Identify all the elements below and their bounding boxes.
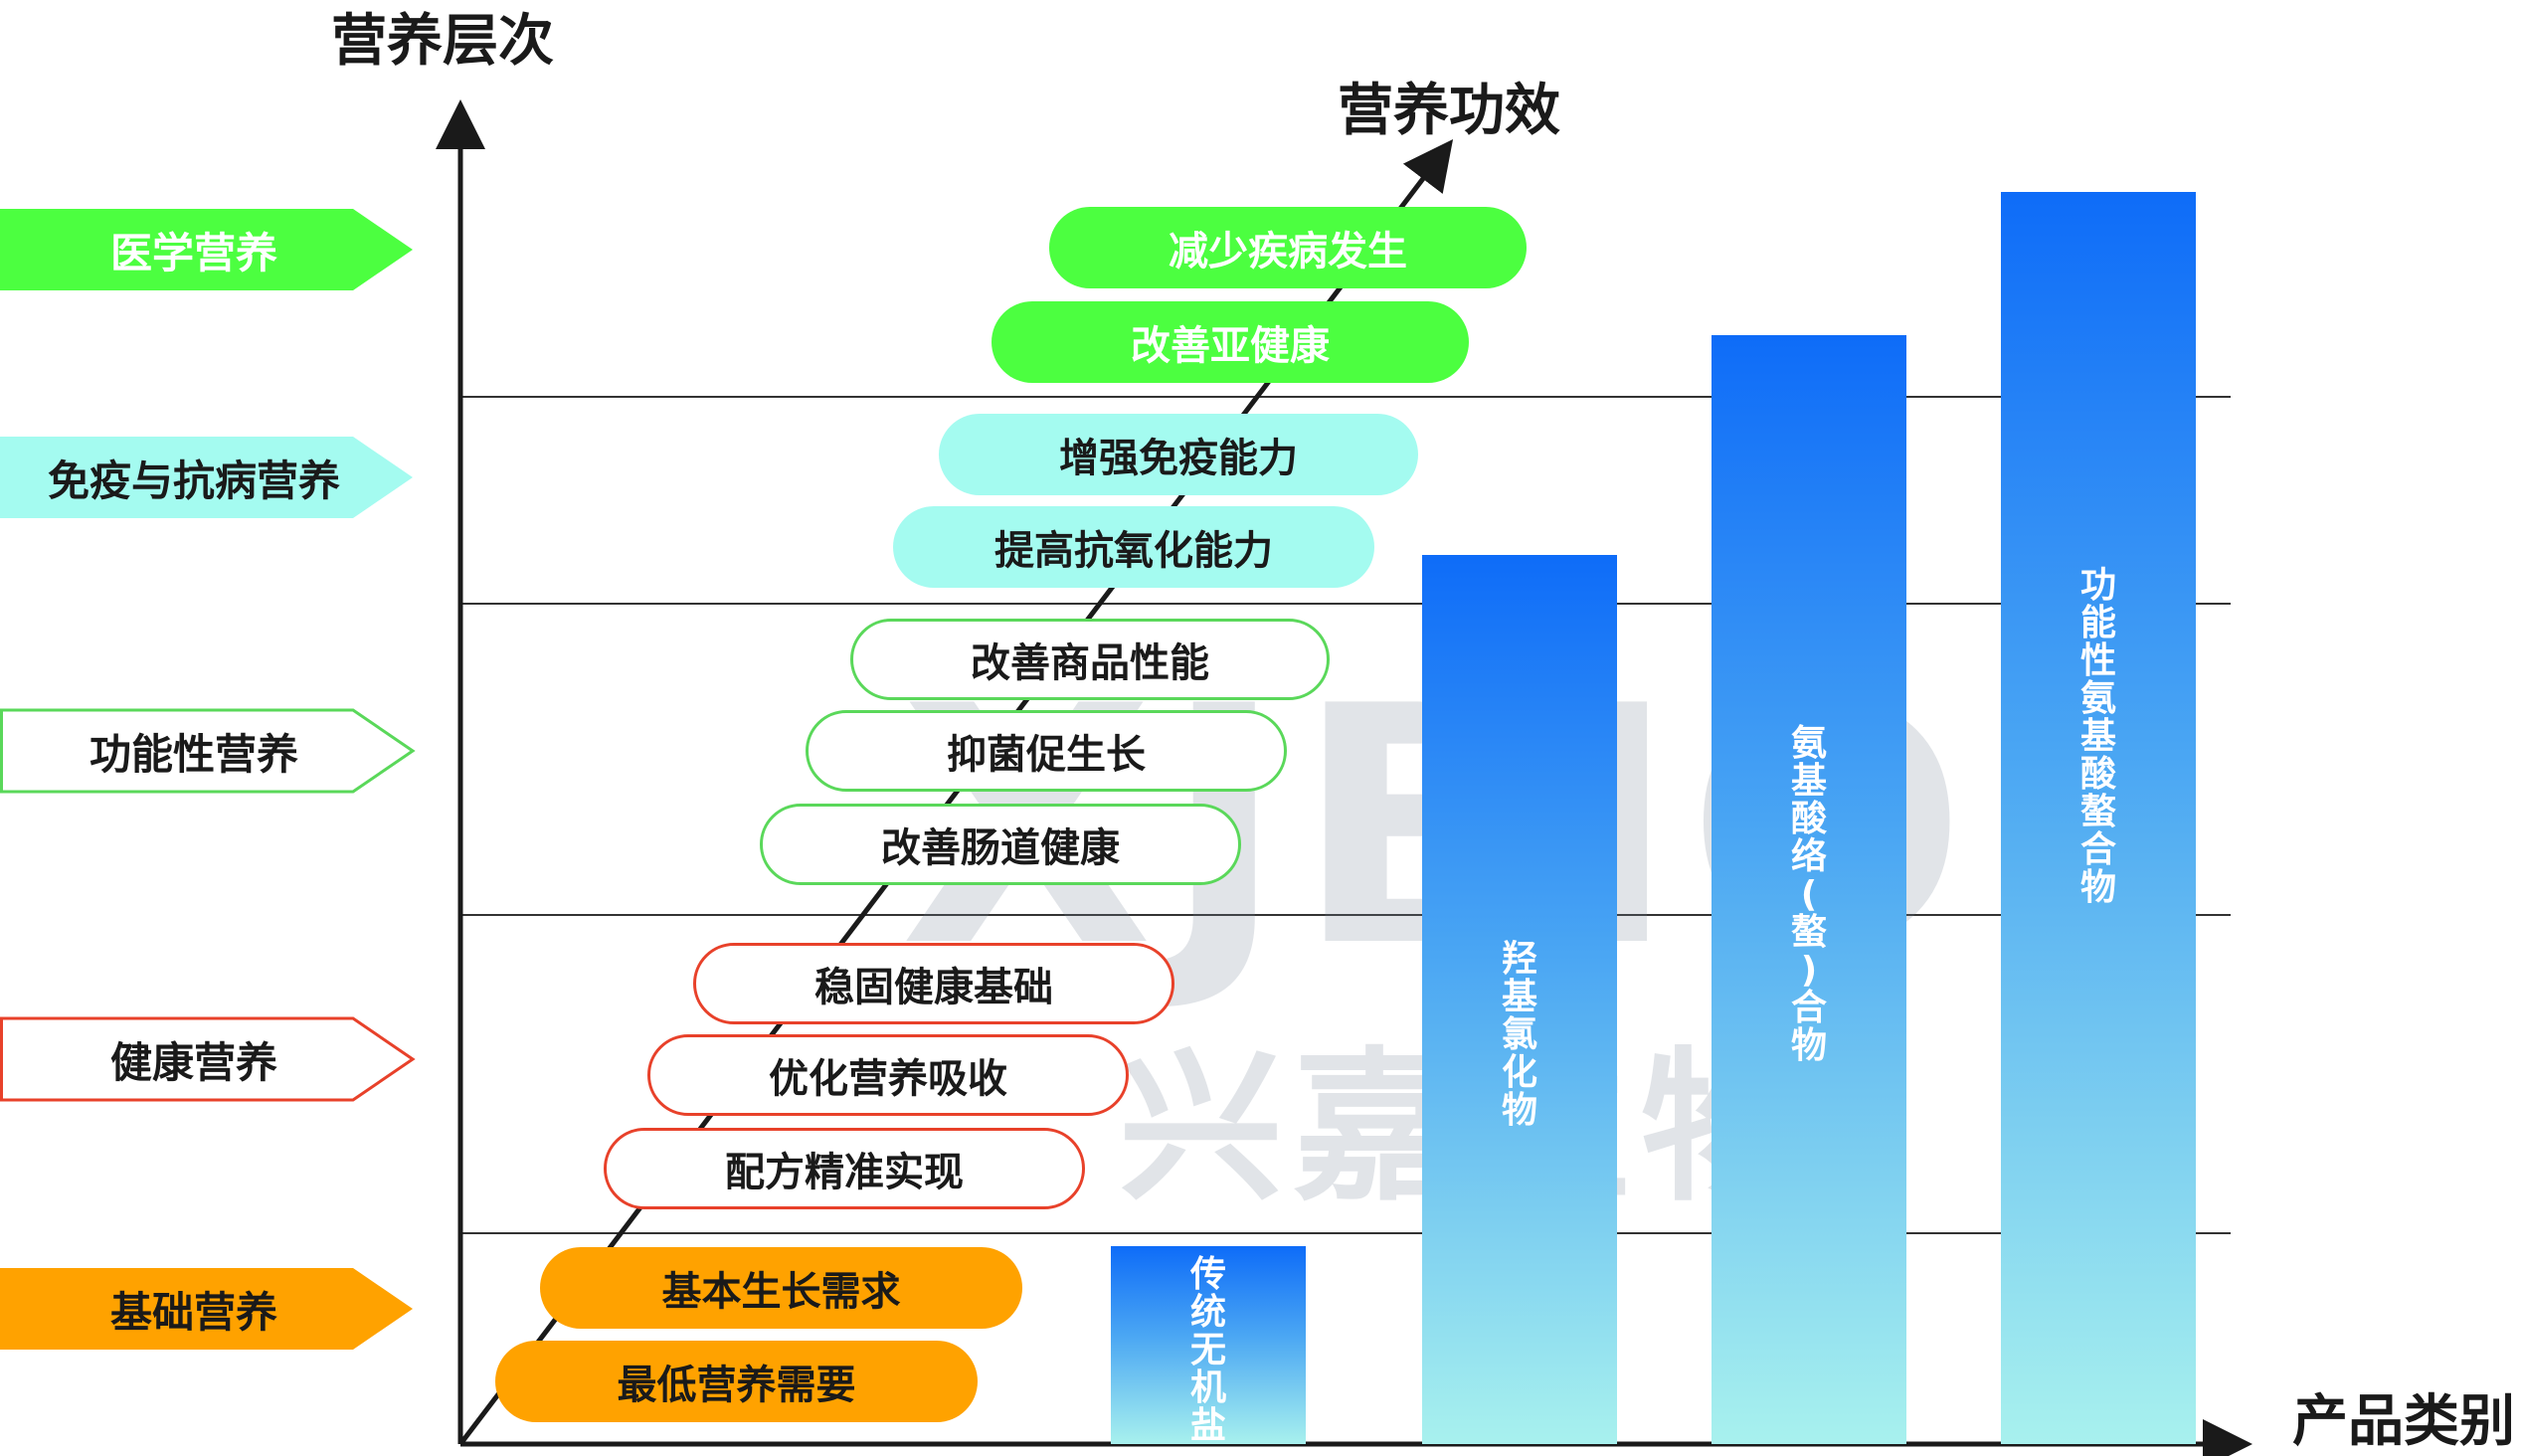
level-arrow-basic: 基础营养 [0, 1266, 418, 1352]
y-axis-title: 营养层次 [331, 9, 554, 74]
effect-pill-reduce-disease: 减少疾病发生 [1049, 207, 1527, 288]
product-label-char: 酸 [1790, 799, 1827, 839]
product-label-char: 基 [2079, 716, 2116, 757]
product-label-char: 合 [2079, 829, 2116, 870]
level-arrow-functional: 功能性营养 [0, 708, 418, 794]
product-label-char: 无 [1189, 1330, 1226, 1370]
effect-pill-antibacterial: 抑菌促生长 [806, 710, 1287, 792]
diagonal-axis-title: 营养功效 [1338, 79, 1560, 143]
effect-pill-stabilize-health: 稳固健康基础 [693, 943, 1174, 1024]
effect-pill-growth-needs: 基本生长需求 [540, 1247, 1022, 1329]
product-bar-hydroxy-chloride: 羟基氯化物 [1422, 555, 1617, 1444]
product-label-char: ( [1800, 874, 1818, 915]
product-label-char: 羟 [1501, 939, 1537, 980]
product-label-char: 络 [1790, 836, 1827, 877]
product-label: 氨基酸络(螯)合物 [1712, 725, 1906, 1065]
level-label: 功能性营养 [89, 729, 298, 779]
product-label-char: 合 [1790, 988, 1827, 1028]
product-label: 羟基氯化物 [1422, 941, 1617, 1130]
product-label-char: 性 [2079, 640, 2116, 681]
product-label-char: 物 [1790, 1025, 1827, 1066]
product-label-char: 基 [1790, 761, 1827, 802]
effect-pill-min-nutrition: 最低营养需要 [495, 1341, 978, 1422]
product-label-char: 功 [2079, 565, 2116, 606]
x-axis-title: 产品类别 [2292, 1389, 2515, 1454]
level-label: 基础营养 [109, 1287, 277, 1337]
product-bar-inorganic-salt: 传统无机盐 [1111, 1246, 1306, 1445]
product-bar-functional-chelate: 功能性氨基酸螯合物 [2001, 192, 2196, 1444]
level-label: 健康营养 [109, 1037, 277, 1087]
product-label: 功能性氨基酸螯合物 [2001, 567, 2196, 907]
product-label-char: 酸 [2079, 754, 2116, 795]
product-label-char: 机 [1189, 1367, 1226, 1408]
product-label-char: 物 [2079, 867, 2116, 908]
level-label: 免疫与抗病营养 [47, 455, 340, 505]
level-arrow-health: 健康营养 [0, 1016, 418, 1102]
product-label-char: 能 [2079, 603, 2116, 643]
product-label-char: 基 [1501, 977, 1537, 1017]
effect-pill-optimize-absorption: 优化营养吸收 [647, 1034, 1129, 1116]
product-label: 传统无机盐 [1111, 1256, 1306, 1445]
effect-pill-precise-formula: 配方精准实现 [604, 1128, 1085, 1209]
product-bar-amino-acid-chelate: 氨基酸络(螯)合物 [1712, 335, 1906, 1444]
effect-pill-antioxidant: 提高抗氧化能力 [893, 506, 1374, 588]
effect-pill-immunity: 增强免疫能力 [939, 414, 1418, 495]
product-label-char: 传 [1189, 1254, 1226, 1295]
effect-pill-gut-health: 改善肠道健康 [760, 804, 1241, 885]
level-arrow-medical: 医学营养 [0, 207, 418, 292]
level-arrow-immune: 免疫与抗病营养 [0, 435, 418, 520]
product-label-char: 螯 [2079, 792, 2116, 832]
product-label-char: 氨 [2079, 678, 2116, 719]
product-label-char: 物 [1501, 1090, 1537, 1131]
effect-pill-improve-subhealth: 改善亚健康 [992, 301, 1469, 383]
effect-pill-commodity: 改善商品性能 [850, 619, 1330, 700]
product-label-char: 氨 [1790, 723, 1827, 764]
product-label-char: ) [1800, 950, 1818, 991]
product-label-char: 氯 [1501, 1014, 1537, 1055]
product-label-char: 螯 [1790, 912, 1827, 953]
product-label-char: 统 [1189, 1292, 1226, 1333]
product-label-char: 化 [1501, 1052, 1537, 1093]
level-label: 医学营养 [109, 228, 277, 277]
product-label-char: 盐 [1189, 1405, 1226, 1446]
